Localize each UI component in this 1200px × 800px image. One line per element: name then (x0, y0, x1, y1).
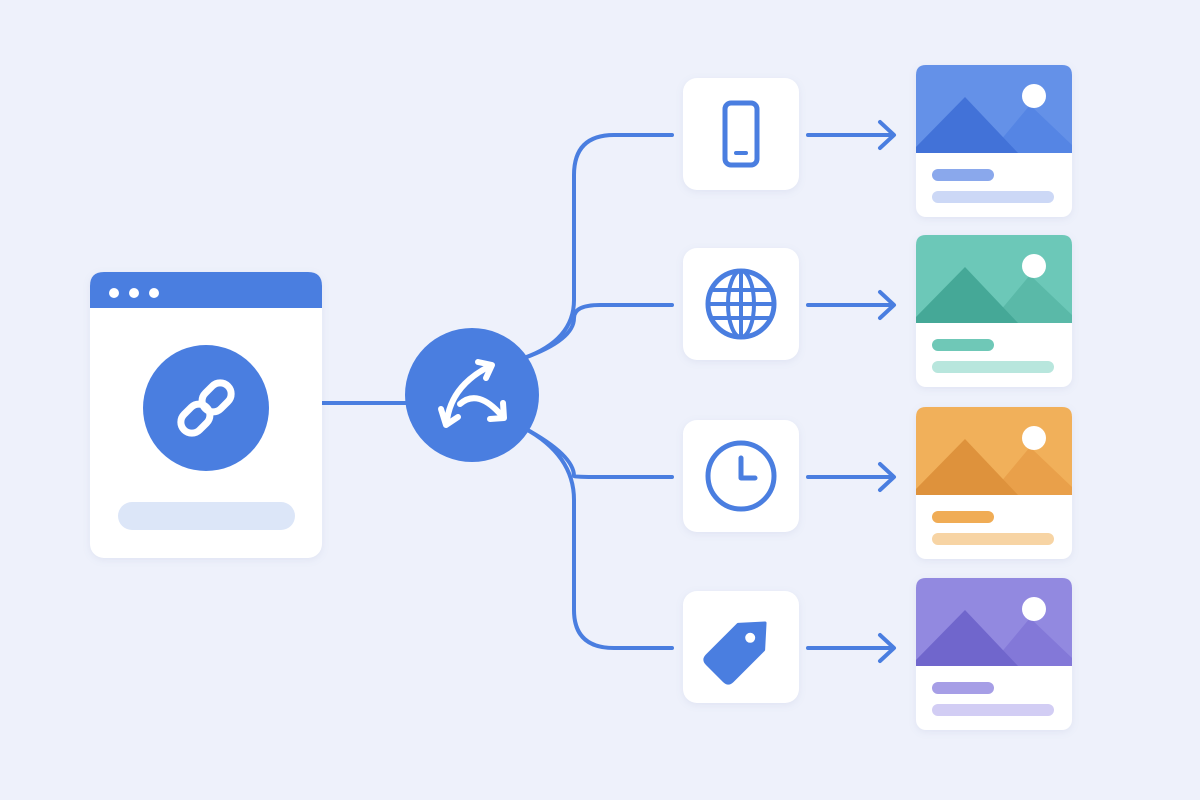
window-dot-2 (129, 288, 139, 298)
card-subtitle-line (932, 191, 1054, 203)
branch-arrow-2 (806, 290, 896, 320)
arrows (806, 120, 896, 663)
window-dot-1 (109, 288, 119, 298)
icon-tiles (683, 78, 799, 703)
branch-tile-4 (683, 591, 799, 703)
card-title-line (932, 169, 994, 181)
card-subtitle-line (932, 704, 1054, 716)
branch-arrow-3 (806, 462, 896, 492)
branch-tile-3 (683, 420, 799, 532)
link-icon (177, 379, 235, 437)
branch-connector-4 (522, 426, 674, 650)
source-browser-window (90, 272, 322, 558)
connectors (320, 133, 674, 650)
branch-connector-3 (522, 426, 674, 479)
destination-cards (916, 65, 1072, 730)
card-title-line (932, 339, 994, 351)
smartphone-icon (722, 100, 760, 168)
tag-icon (703, 621, 767, 685)
image-placeholder-icon (916, 407, 1072, 495)
image-placeholder-icon (916, 578, 1072, 666)
browser-window-titlebar (90, 272, 322, 308)
card-title-line (932, 511, 994, 523)
router-circle (405, 328, 539, 462)
card-subtitle-line (932, 361, 1054, 373)
branch-connector-2 (522, 303, 674, 360)
image-placeholder-icon (916, 235, 1072, 323)
globe-icon (705, 268, 777, 340)
url-bar-placeholder (118, 502, 295, 530)
branch-tile-2 (683, 248, 799, 360)
destination-card-2 (916, 235, 1072, 387)
branch-tile-1 (683, 78, 799, 190)
card-subtitle-line (932, 533, 1054, 545)
clock-icon (705, 440, 777, 512)
destination-card-4 (916, 578, 1072, 730)
image-placeholder-icon (916, 65, 1072, 153)
branch-arrow-1 (806, 120, 896, 150)
branch-arrow-4 (806, 633, 896, 663)
card-title-line (932, 682, 994, 694)
window-dot-3 (149, 288, 159, 298)
branch-connector-1 (522, 133, 674, 360)
branch-tile-bg (683, 78, 799, 190)
destination-card-1 (916, 65, 1072, 217)
destination-card-3 (916, 407, 1072, 559)
redirect-arrows-icon (438, 359, 507, 428)
redirect-router-node (405, 328, 539, 462)
